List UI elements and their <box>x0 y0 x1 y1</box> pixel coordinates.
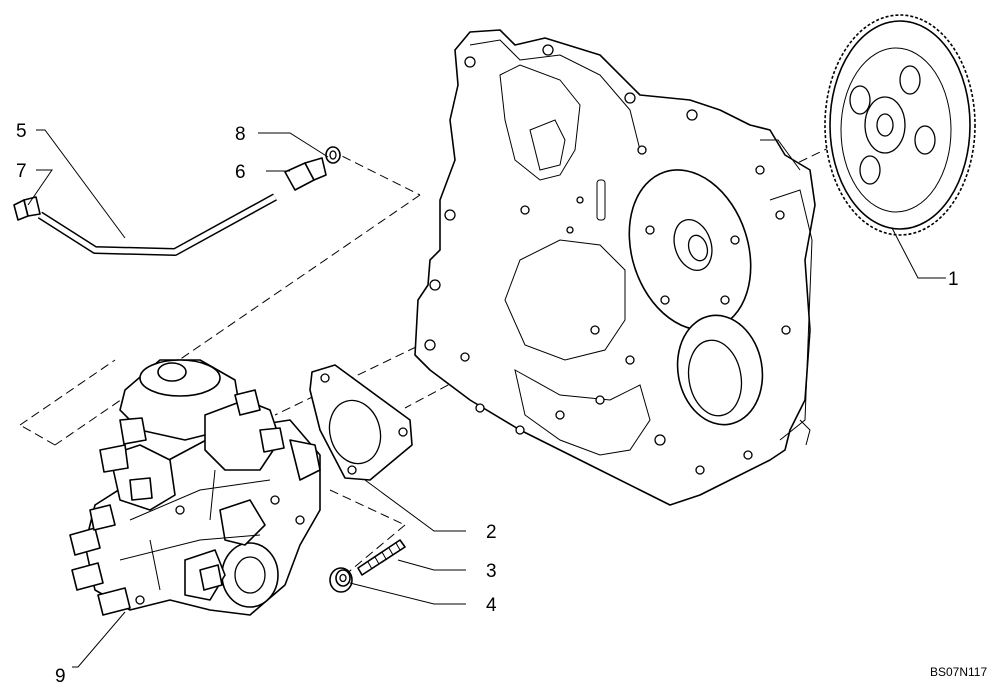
callout-labels: 1 2 3 4 5 6 7 8 9 <box>16 121 959 687</box>
stud-bolt <box>357 539 406 576</box>
union-fitting <box>13 196 41 221</box>
callout-3: 3 <box>486 561 497 582</box>
callout-5: 5 <box>16 121 27 142</box>
callout-8: 8 <box>235 124 246 145</box>
callout-7: 7 <box>16 161 27 182</box>
callout-1: 1 <box>948 269 959 290</box>
fuel-pipe <box>37 193 277 256</box>
callout-6: 6 <box>235 162 246 183</box>
sealing-washer <box>325 146 341 164</box>
flange-nut <box>329 567 353 593</box>
callout-9: 9 <box>55 666 66 687</box>
banjo-connector <box>284 157 327 191</box>
pump-gasket-plate <box>309 364 413 481</box>
callout-2: 2 <box>486 522 497 543</box>
timing-gear-housing <box>414 29 816 506</box>
callout-4: 4 <box>486 595 497 616</box>
leader-lines <box>27 129 946 668</box>
drive-gear <box>824 14 976 236</box>
fuel-injection-pump <box>69 359 321 616</box>
reference-code: BS07N117 <box>930 665 987 679</box>
